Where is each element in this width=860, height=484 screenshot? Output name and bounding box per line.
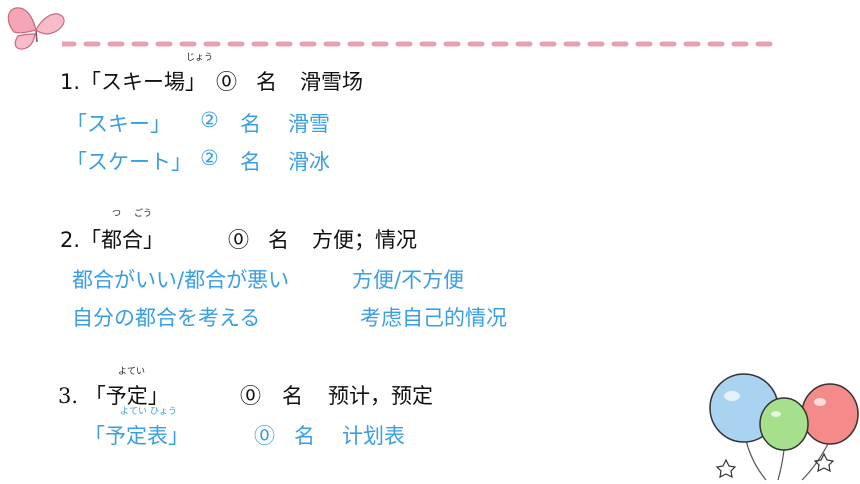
entry3-pos: 名 bbox=[282, 384, 303, 408]
entry2-headword: 2.「都合」 bbox=[60, 228, 165, 252]
entry1-related1-word: 「スキー」 bbox=[66, 112, 171, 136]
furigana-tsu: つ bbox=[112, 209, 122, 219]
entry1-headword: 1.「スキー場」 bbox=[60, 70, 207, 94]
star-icon bbox=[715, 458, 737, 479]
entry1-meaning: 滑雪场 bbox=[300, 70, 363, 94]
furigana-jou: じょう bbox=[186, 53, 214, 63]
entry3-related-accent: ⓪ bbox=[254, 424, 275, 448]
entry2-pos: 名 bbox=[268, 228, 289, 252]
entry1-related1-accent: ② bbox=[200, 108, 219, 132]
entry3-accent: ⓪ bbox=[240, 384, 261, 408]
entry1-related2-pos: 名 bbox=[240, 150, 261, 174]
entry2-accent: ⓪ bbox=[228, 228, 249, 252]
entry1-related2-meaning: 滑冰 bbox=[288, 150, 330, 174]
entry3-related-pos: 名 bbox=[294, 424, 315, 448]
dashed-divider bbox=[62, 41, 782, 47]
entry3-meaning: 预计，预定 bbox=[328, 384, 433, 408]
entry2-example2-cn: 考虑自己的情况 bbox=[360, 306, 507, 330]
furigana-yotei: よてい bbox=[118, 367, 146, 377]
entry1-related2-word: 「スケート」 bbox=[66, 150, 192, 174]
entry1-related1-pos: 名 bbox=[240, 112, 261, 136]
entry2-example1-jp: 都合がいい/都合が悪い bbox=[72, 268, 290, 292]
entry1-pos: 名 bbox=[256, 70, 277, 94]
butterfly-icon bbox=[7, 7, 65, 50]
furigana-gou: ごう bbox=[134, 209, 153, 219]
entry2-meaning: 方便；情况 bbox=[312, 228, 417, 252]
entry3-related-meaning: 计划表 bbox=[342, 424, 405, 448]
entry1-related1-meaning: 滑雪 bbox=[288, 112, 330, 136]
entry3-related-word: 「予定表」 bbox=[84, 424, 189, 448]
furigana-yoteihyou: よてい ひょう bbox=[120, 407, 177, 417]
entry2-example1-cn: 方便/不方便 bbox=[352, 268, 465, 292]
entry2-example2-jp: 自分の都合を考える bbox=[72, 306, 261, 330]
entry1-accent: ⓪ bbox=[216, 70, 237, 94]
star-icon bbox=[813, 452, 835, 473]
balloons-icon bbox=[709, 373, 859, 481]
entry1-related2-accent: ② bbox=[200, 146, 219, 170]
entry3-headword: 3. 「予定」 bbox=[58, 384, 169, 408]
